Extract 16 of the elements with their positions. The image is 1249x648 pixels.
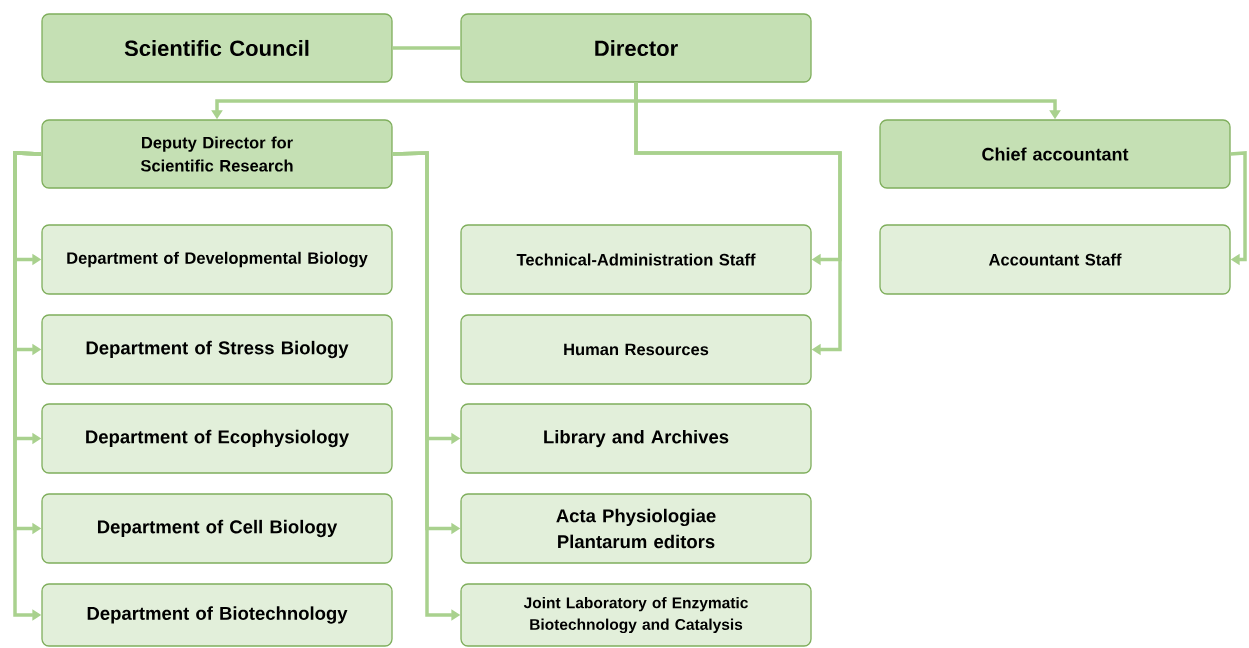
unit-box: Library and Archives — [460, 403, 812, 474]
unit-box: Acta Physiologiae Plantarum editors — [460, 493, 812, 564]
unit-box: Department of Biotechnology — [41, 583, 393, 647]
unit-box: Technical-Administration Staff — [460, 224, 812, 295]
unit-box: Department of Cell Biology — [41, 493, 393, 564]
unit-box: Human Resources — [460, 314, 812, 385]
unit-box: Accountant Staff — [879, 224, 1231, 295]
role-box: Scientific Council — [41, 13, 393, 83]
unit-box: Joint Laboratory of Enzymatic Biotechnology and Catalysis — [460, 583, 812, 647]
unit-box: Department of Stress Biology — [41, 314, 393, 385]
role-box: Chief accountant — [879, 119, 1231, 189]
unit-box: Department of Ecophysiology — [41, 403, 393, 474]
unit-box: Department of Developmental Biology — [41, 224, 393, 295]
connector-arrow — [1230, 151, 1247, 266]
role-box: Director — [460, 13, 812, 83]
role-box: Deputy Director for Scientific Research — [41, 119, 393, 189]
